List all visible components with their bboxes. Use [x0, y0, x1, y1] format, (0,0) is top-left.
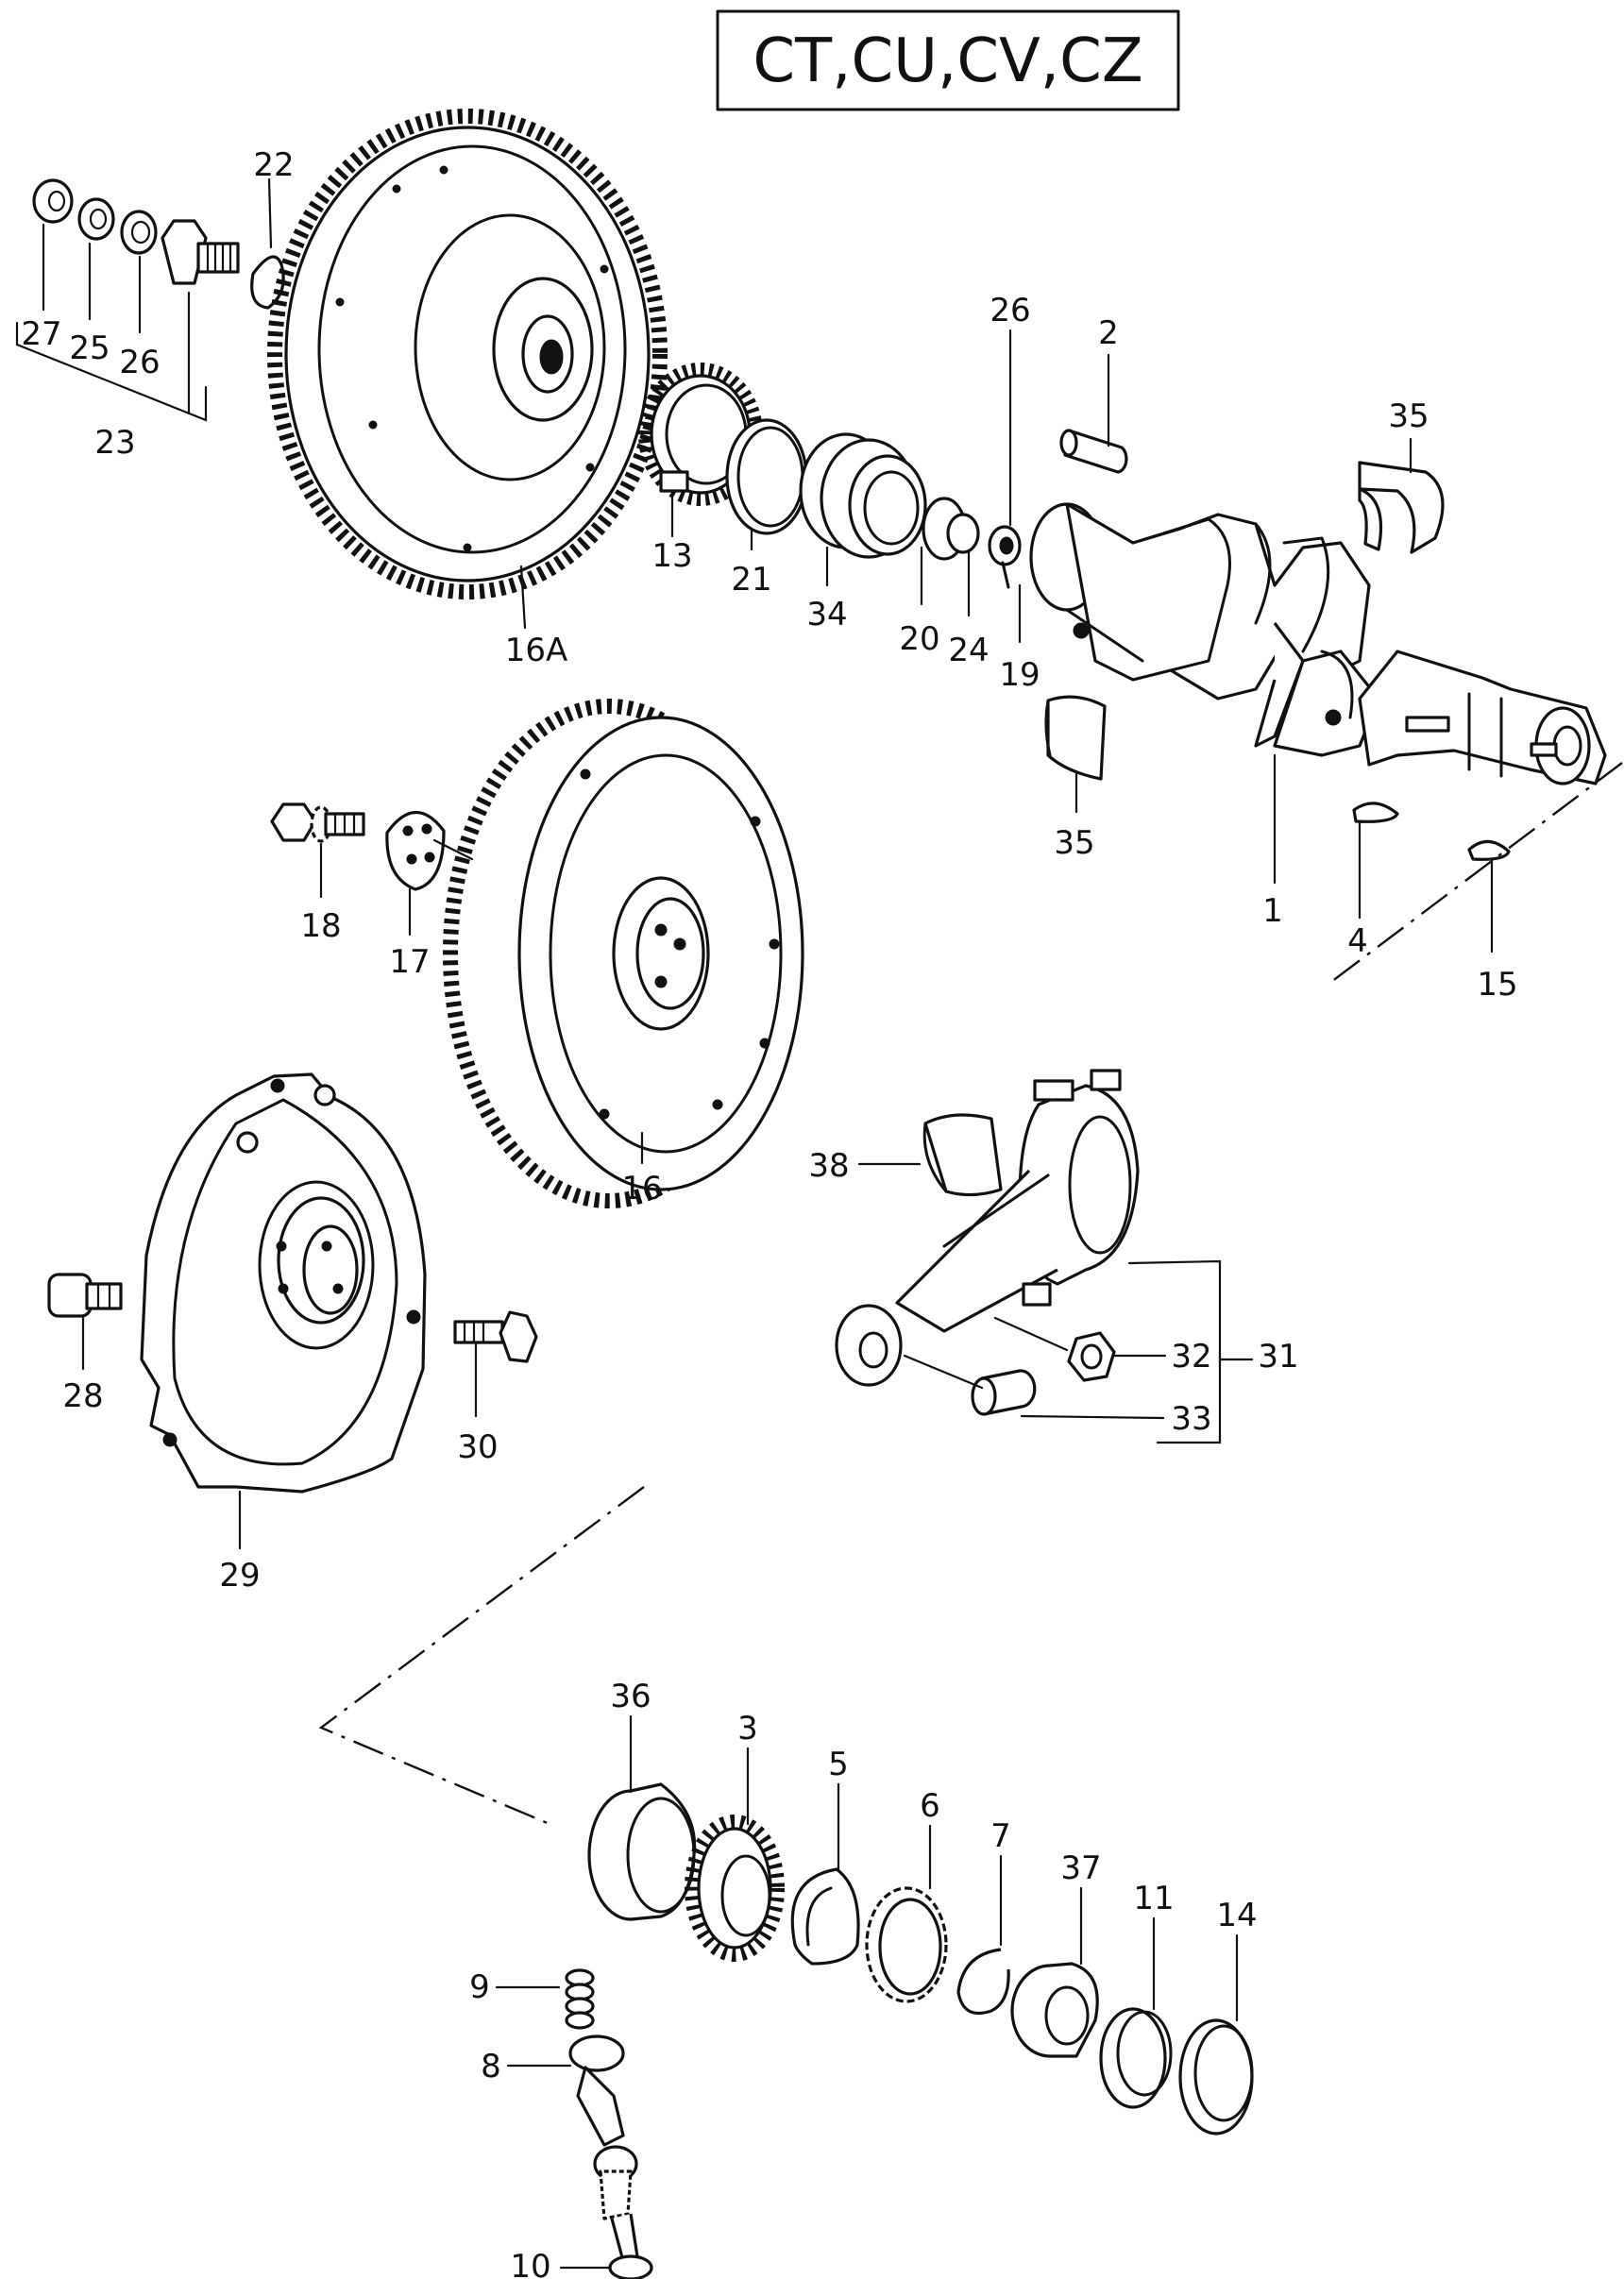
label-10: 10 [510, 2248, 550, 2279]
label-25: 25 [69, 329, 110, 367]
label-26b: 26 [990, 292, 1030, 329]
part-4-key [1352, 802, 1399, 823]
part-37-bearing [1010, 1962, 1099, 2058]
label-3: 3 [737, 1710, 758, 1747]
part-17-plate [385, 810, 446, 891]
label-5: 5 [828, 1746, 849, 1783]
label-6: 6 [920, 1787, 940, 1825]
diagram-title: CT,CU,CV,CZ [753, 26, 1142, 96]
label-36: 36 [610, 1678, 651, 1715]
part-10-washer [608, 2254, 653, 2279]
bolt [161, 219, 240, 285]
part-6-gear [865, 1886, 948, 2003]
label-11: 11 [1133, 1880, 1174, 1917]
label-35a: 35 [1388, 397, 1429, 435]
label-15: 15 [1477, 966, 1517, 1004]
part-22-lock-plate [250, 255, 285, 310]
part-9-spring [565, 1968, 595, 2030]
part-36-bearing [587, 1782, 697, 1921]
part-27-bushing [32, 178, 74, 224]
part-1-crankshaft [1029, 502, 1607, 785]
label-20: 20 [899, 620, 939, 658]
part-33-bushing [971, 1369, 1037, 1416]
label-14: 14 [1216, 1897, 1257, 1934]
label-22: 22 [253, 146, 294, 184]
part-26-bearing [120, 210, 158, 255]
label-13: 13 [651, 537, 692, 575]
part-38-bearing-shell [922, 1113, 1003, 1197]
bolt-kit-group [15, 177, 285, 422]
part-15-key [1467, 839, 1511, 861]
part-11-ring [1099, 2007, 1173, 2109]
label-19: 19 [999, 656, 1040, 694]
part-29-drive-plate [140, 1072, 427, 1494]
label-17: 17 [389, 943, 430, 981]
part-16-flywheel [443, 699, 804, 1208]
part-35-bearing-shell-upper [1358, 461, 1445, 554]
part-34-seal [799, 432, 927, 559]
part-30-bolt [453, 1310, 538, 1363]
label-33: 33 [1171, 1400, 1211, 1438]
part-35-bearing-shell-lower [1044, 695, 1107, 781]
label-4: 4 [1347, 922, 1368, 960]
label-1: 1 [1262, 892, 1283, 930]
part-16a-flywheel [267, 109, 668, 599]
part-28-bolt [47, 1273, 123, 1318]
part-24-bushing [946, 513, 980, 554]
label-16: 16 [621, 1170, 662, 1207]
label-29: 29 [219, 1557, 260, 1595]
part-7-circlip [956, 1948, 1010, 2016]
label-31: 31 [1258, 1338, 1298, 1376]
label-24: 24 [948, 632, 989, 669]
label-23: 23 [94, 424, 135, 462]
label-28: 28 [62, 1377, 103, 1415]
part-25-washer [77, 197, 115, 241]
part-32-nut [1067, 1331, 1116, 1382]
part-8-drive-shaft [568, 2034, 639, 2263]
label-18: 18 [300, 907, 341, 945]
part-18-bolt [270, 802, 365, 843]
part-2-dowel-pin [1059, 429, 1128, 474]
part-5-thrust-ring [790, 1867, 860, 1966]
label-30: 30 [457, 1428, 498, 1466]
label-26a: 26 [119, 344, 160, 381]
part-labels: 22 27 25 26 23 16A 13 21 34 20 24 19 26 … [21, 146, 1517, 2279]
label-16a: 16A [505, 632, 568, 669]
label-32: 32 [1171, 1338, 1211, 1376]
label-38: 38 [808, 1147, 849, 1185]
part-3-gear [685, 1815, 785, 1962]
label-8: 8 [481, 2048, 501, 2085]
label-34: 34 [806, 596, 847, 633]
part-31-connecting-rod [835, 1069, 1140, 1387]
label-35b: 35 [1054, 824, 1094, 862]
label-2: 2 [1098, 314, 1119, 352]
label-37: 37 [1060, 1849, 1101, 1887]
label-21: 21 [731, 561, 771, 599]
part-14-seal [1178, 2018, 1254, 2136]
label-7: 7 [990, 1817, 1011, 1855]
label-9: 9 [469, 1968, 490, 2006]
label-27: 27 [21, 315, 61, 353]
title-box: CT,CU,CV,CZ [716, 9, 1180, 111]
